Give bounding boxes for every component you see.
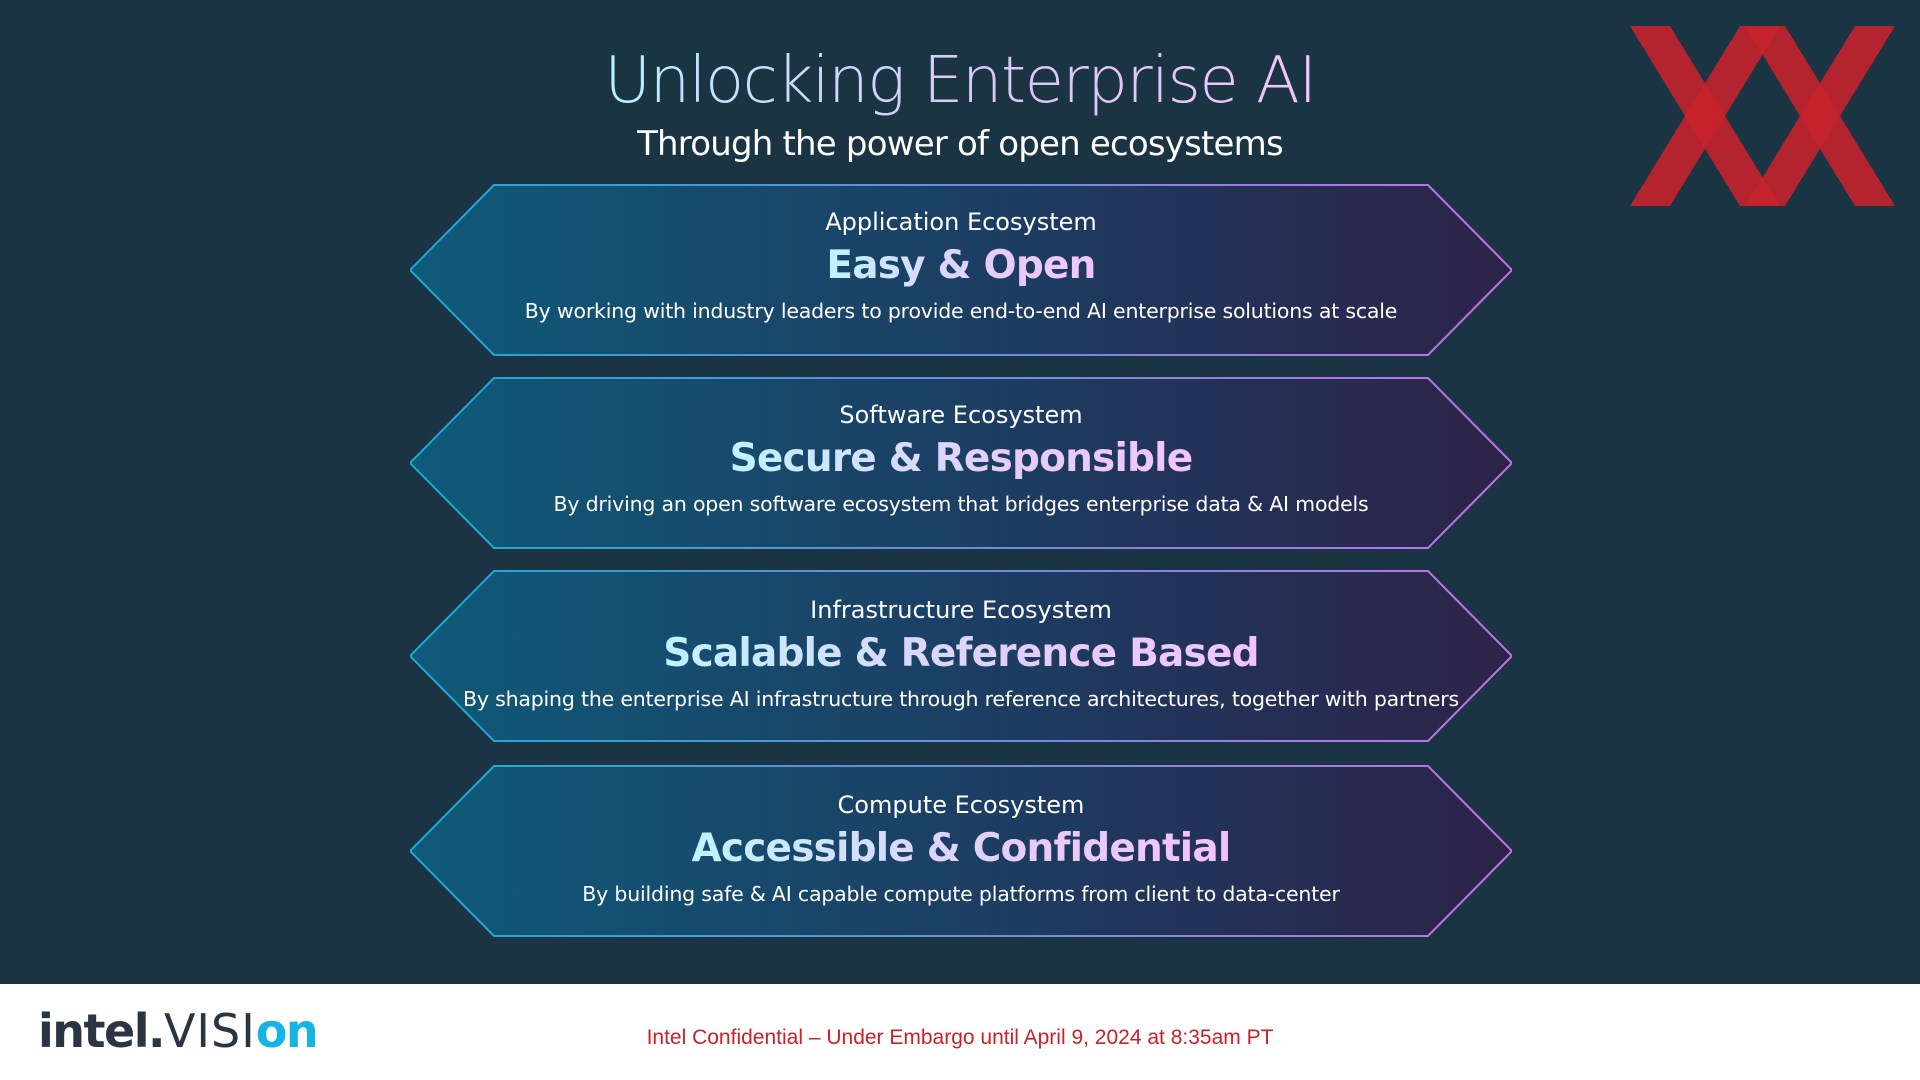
brand-dot: . [147,1004,165,1058]
ecosystem-card-compute: Compute Ecosystem Accessible & Confident… [410,791,1512,907]
ecosystem-description: By working with industry leaders to prov… [524,299,1398,323]
ecosystem-category: Application Ecosystem [825,208,1097,236]
slide-footer [0,984,1920,1080]
hexagon-application [410,184,1512,356]
ecosystem-category: Software Ecosystem [839,401,1083,429]
ecosystem-category: Compute Ecosystem [837,791,1085,819]
brand-intel: intel [38,1004,149,1058]
ecosystem-headline: Secure & Responsible [729,436,1194,481]
ecosystem-card-software: Software Ecosystem Secure & Responsible … [410,401,1512,517]
ecosystem-description: By building safe & AI capable compute pl… [582,882,1340,906]
confidential-notice: Intel Confidential – Under Embargo until… [646,1026,1274,1049]
slide-canvas: Unlocking Enterprise AI Through the powe… [0,0,1920,984]
hexagon-compute [410,765,1512,937]
red-double-x-logo-icon [1630,26,1895,206]
ecosystem-headline: Accessible & Confidential [691,826,1232,871]
slide-subtitle: Through the power of open ecosystems [637,124,1284,164]
hexagon-software [410,377,1512,549]
ecosystem-hexagons [410,184,1512,937]
ecosystem-headline: Scalable & Reference Based [663,631,1259,676]
ecosystem-description: By driving an open software ecosystem th… [553,492,1369,516]
ecosystem-headline: Easy & Open [826,243,1096,288]
slide-title: Unlocking Enterprise AI [604,44,1317,118]
hexagon-infrastructure [410,570,1512,742]
intel-vision-logo: intel.VISIon [38,1004,319,1058]
brand-on: on [255,1004,319,1058]
ecosystem-card-infrastructure: Infrastructure Ecosystem Scalable & Refe… [410,596,1512,712]
ecosystem-category: Infrastructure Ecosystem [810,596,1112,624]
ecosystem-description: By shaping the enterprise AI infrastruct… [463,687,1459,711]
brand-visi: VISI [163,1004,256,1058]
ecosystem-card-application: Application Ecosystem Easy & Open By wor… [410,208,1512,324]
